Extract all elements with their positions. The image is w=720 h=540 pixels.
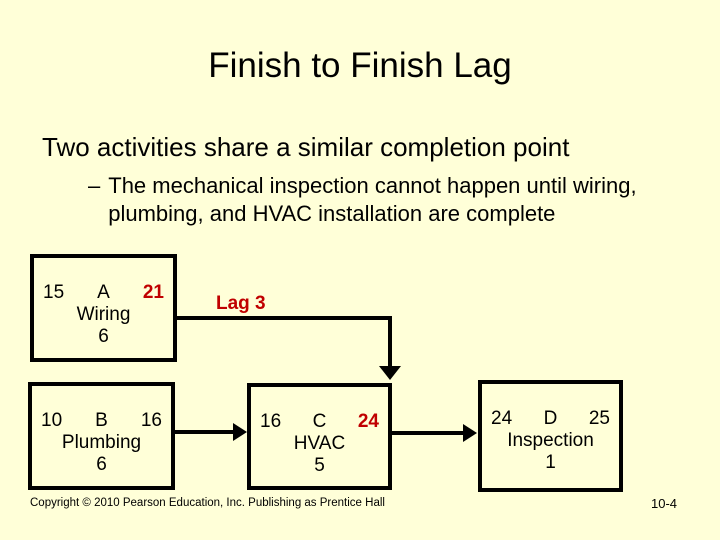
sub-bullet-text: The mechanical inspection cannot happen … bbox=[108, 172, 636, 228]
node-d-early-start: 24 bbox=[491, 408, 513, 429]
node-c-early-start: 16 bbox=[260, 411, 282, 432]
node-a-letter: A bbox=[97, 282, 110, 303]
activity-node-hvac: 16 C 24 HVAC 5 bbox=[247, 383, 392, 490]
node-d-activity-name: Inspection bbox=[507, 430, 594, 451]
node-b-early-start: 10 bbox=[41, 410, 63, 431]
node-a-duration: 6 bbox=[98, 326, 109, 347]
node-c-duration: 5 bbox=[314, 455, 325, 476]
node-a-times-row: 15 A 21 bbox=[34, 282, 173, 304]
sub-bullet-line-1: The mechanical inspection cannot happen … bbox=[108, 173, 637, 198]
sub-bullet: – The mechanical inspection cannot happe… bbox=[88, 172, 688, 228]
node-c-early-finish: 24 bbox=[357, 411, 379, 432]
sub-bullet-dash: – bbox=[88, 173, 101, 198]
copyright-footer: Copyright © 2010 Pearson Education, Inc.… bbox=[30, 497, 385, 509]
node-a-early-finish: 21 bbox=[142, 282, 164, 303]
slide-title: Finish to Finish Lag bbox=[208, 46, 512, 85]
node-d-duration: 1 bbox=[545, 452, 556, 473]
node-b-times-row: 10 B 16 bbox=[32, 410, 171, 432]
node-a-activity-name: Wiring bbox=[76, 304, 131, 325]
sub-bullet-line-2: plumbing, and HVAC installation are comp… bbox=[108, 201, 556, 226]
node-a-early-start: 15 bbox=[43, 282, 65, 303]
node-d-letter: D bbox=[543, 408, 558, 429]
lag-label: Lag 3 bbox=[216, 293, 266, 314]
page-number: 10-4 bbox=[651, 496, 678, 511]
b-to-c-connector-line bbox=[175, 430, 234, 434]
lag-connector-vertical-line bbox=[388, 316, 392, 367]
node-d-early-finish: 25 bbox=[588, 408, 610, 429]
node-d-times-row: 24 D 25 bbox=[482, 408, 619, 430]
c-to-d-connector-line bbox=[392, 431, 463, 435]
activity-node-inspection: 24 D 25 Inspection 1 bbox=[478, 380, 623, 492]
node-b-duration: 6 bbox=[96, 454, 107, 475]
arrowhead-right-icon bbox=[463, 424, 477, 442]
arrowhead-right-icon bbox=[233, 423, 247, 441]
bullet-text: Two activities share a similar completio… bbox=[42, 132, 570, 162]
node-b-letter: B bbox=[95, 410, 108, 431]
node-b-early-finish: 16 bbox=[140, 410, 162, 431]
lag-connector-horizontal-line bbox=[177, 316, 392, 320]
activity-node-wiring: 15 A 21 Wiring 6 bbox=[30, 254, 177, 362]
node-c-letter: C bbox=[312, 411, 327, 432]
arrowhead-down-icon bbox=[379, 366, 401, 380]
node-c-activity-name: HVAC bbox=[293, 433, 346, 454]
node-c-times-row: 16 C 24 bbox=[251, 411, 388, 433]
activity-node-plumbing: 10 B 16 Plumbing 6 bbox=[28, 382, 175, 490]
node-b-activity-name: Plumbing bbox=[61, 432, 142, 453]
